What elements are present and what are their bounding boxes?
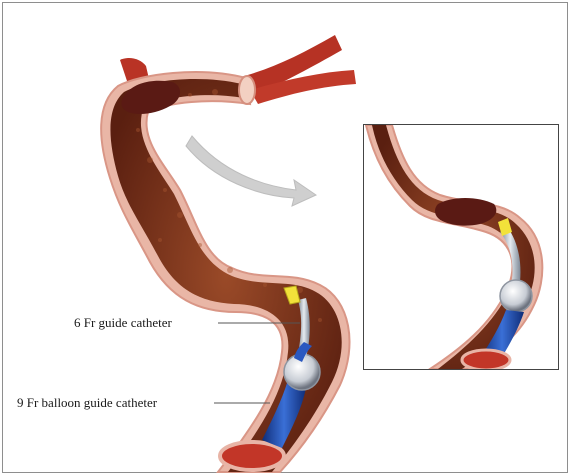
guide-catheter-label: 6 Fr guide catheter	[74, 315, 172, 331]
vessel-end-ring-bottom	[220, 442, 284, 470]
inset-frame	[363, 124, 559, 370]
balloon-guide-catheter-label: 9 Fr balloon guide catheter	[17, 395, 157, 411]
curved-arrow-icon	[186, 136, 316, 206]
vessel-end-ring-top	[239, 76, 255, 104]
